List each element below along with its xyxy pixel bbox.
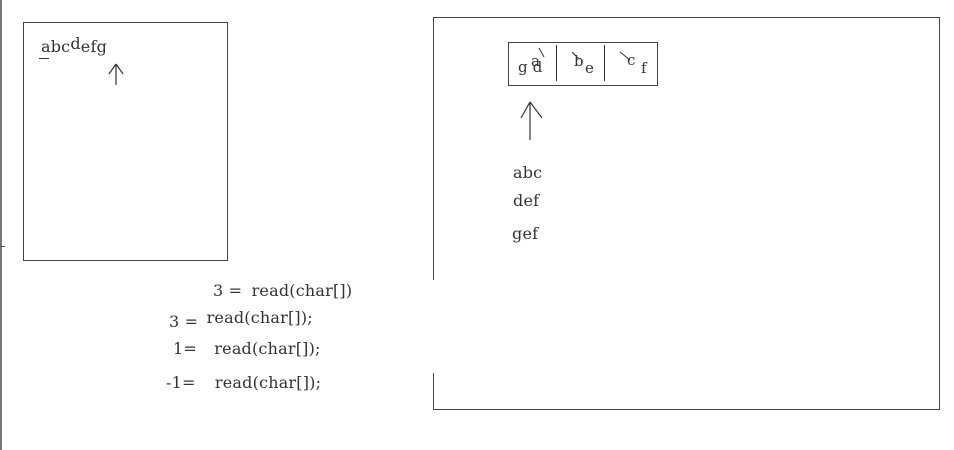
buffer-cell-1-overwritten: g d <box>518 58 543 76</box>
read-result-1: abc <box>513 163 543 182</box>
call-expression: read(char[]); <box>214 373 322 392</box>
source-stream-box <box>23 22 228 261</box>
read-result-2: def <box>513 191 540 210</box>
strike-mark <box>571 51 580 60</box>
call-return-value: 3 = <box>213 281 243 300</box>
call-line-2: 3 = read(char[]); <box>169 308 313 331</box>
buffer-divider <box>604 45 605 81</box>
call-expression: read(char[]); <box>214 339 321 358</box>
buffer-divider <box>556 45 557 81</box>
source-text: abcdefg <box>41 35 108 56</box>
read-result-3: gef <box>512 224 539 243</box>
source-text-d: d <box>70 34 81 53</box>
buffer-cell-3-original: c <box>627 51 636 69</box>
up-arrow-icon <box>108 63 124 85</box>
buffer-panel <box>433 17 940 410</box>
call-return-value: 1= <box>173 339 197 358</box>
border-gap <box>430 280 438 373</box>
strike-mark <box>619 51 631 61</box>
cursor-underline <box>39 58 49 59</box>
call-return-value: 3 = <box>169 312 199 331</box>
left-edge-line <box>0 0 2 450</box>
buffer-cell-3-overwritten: f <box>641 59 647 77</box>
buffer-cell-2-original: b <box>574 52 584 70</box>
call-expression: read(char[]); <box>206 308 313 327</box>
source-text-abc: abc <box>41 37 71 56</box>
call-expression: read(char[]) <box>251 281 353 300</box>
call-line-4: -1= read(char[]); <box>166 374 321 392</box>
left-edge-tick <box>0 246 5 247</box>
buffer-cell-2-overwritten: e <box>585 59 595 77</box>
source-text-efg: efg <box>80 37 108 56</box>
up-arrow-icon <box>520 101 543 140</box>
call-line-1: 3 = read(char[]) <box>213 282 352 300</box>
char-buffer <box>508 42 658 86</box>
call-return-value: -1= <box>166 373 196 392</box>
call-line-3: 1= read(char[]); <box>173 340 321 358</box>
strike-mark <box>538 47 545 58</box>
buffer-cell-1-original: a <box>531 52 541 70</box>
